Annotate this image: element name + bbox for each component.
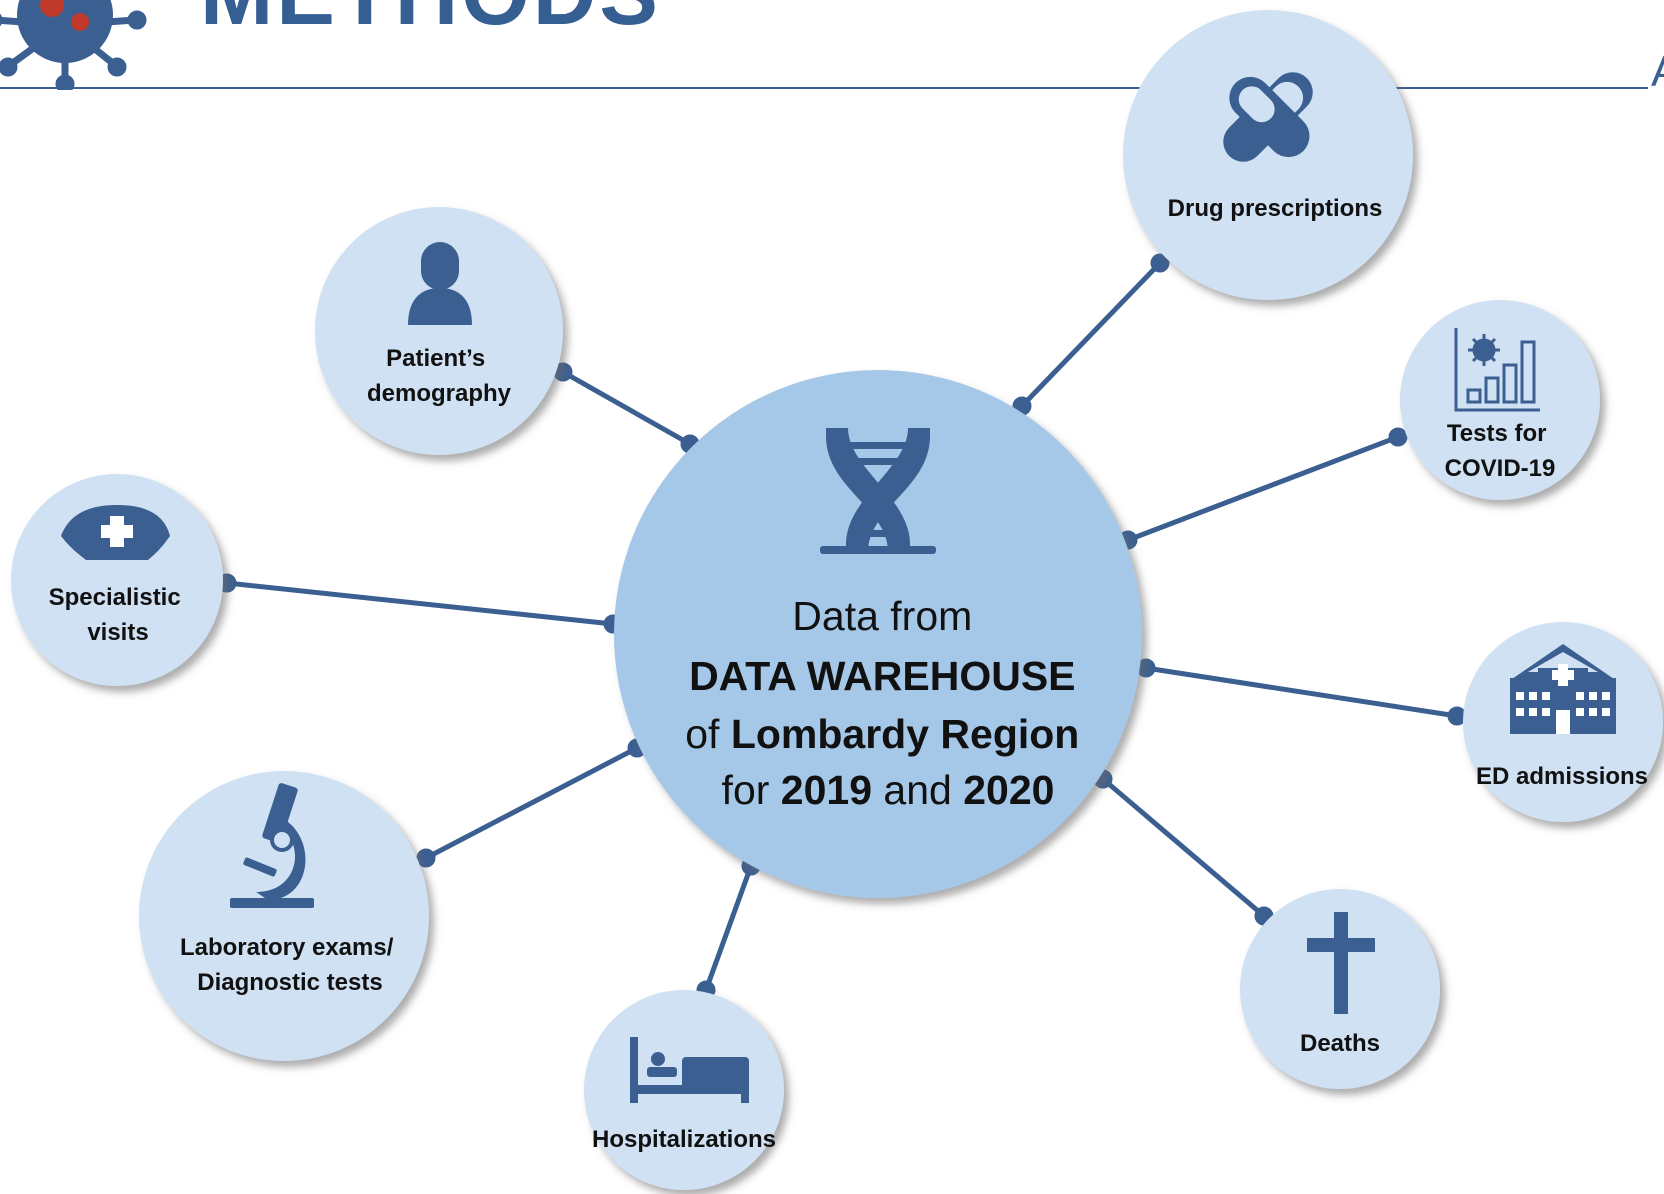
connector-patients-demography	[553, 362, 700, 454]
connector-laboratory-exams	[416, 738, 647, 868]
label-patients-demography: Patient’s demography	[367, 345, 512, 407]
label-deaths: Deaths	[1300, 1030, 1380, 1057]
data-warehouse-hub: Data from DATA WAREHOUSE of Lombardy Reg…	[614, 370, 1142, 898]
source-specialistic-visits: Specialistic visits	[11, 474, 223, 686]
connector-drug-prescriptions	[1012, 253, 1170, 416]
source-drug-prescriptions: Drug prescriptions	[1123, 10, 1413, 300]
connector-deaths	[1093, 769, 1274, 926]
label-hospitalizations: Hospitalizations	[592, 1126, 776, 1153]
microscope-icon	[230, 783, 314, 908]
connector-specialistic-visits	[217, 573, 623, 634]
label-specialistic-visits: Specialistic visits	[49, 584, 188, 646]
source-patients-demography: Patient’s demography	[315, 207, 563, 455]
center-line-1: Data from	[792, 593, 972, 639]
hospital-building-icon	[1510, 644, 1616, 734]
center-text-run: for	[722, 767, 781, 813]
center-text-run: of	[685, 711, 731, 757]
header-rule	[0, 87, 1648, 89]
label-laboratory-exams: Laboratory exams/ Diagnostic tests	[180, 934, 400, 996]
center-text-run: Data from	[792, 593, 972, 639]
pill-capsule-icon	[1223, 72, 1313, 162]
connector-tests-covid	[1118, 427, 1408, 550]
center-text-run: and	[872, 767, 963, 813]
center-line-3: of Lombardy Region	[685, 711, 1079, 757]
dna-icon	[820, 428, 936, 554]
source-ed-admissions: ED admissions	[1463, 622, 1663, 822]
center-text-run: DATA WAREHOUSE	[689, 653, 1075, 699]
source-hospitalizations: Hospitalizations	[584, 990, 784, 1190]
center-text-run: 2019	[781, 767, 872, 813]
label-ed-admissions: ED admissions	[1476, 763, 1648, 790]
hospital-bed-icon	[630, 1037, 749, 1103]
source-tests-covid: Tests for COVID-19	[1400, 300, 1600, 500]
connector-ed-admissions	[1136, 658, 1467, 726]
cross-icon	[1307, 912, 1375, 1014]
connector-hospitalizations	[696, 856, 761, 1000]
center-text-run: Lombardy Region	[731, 711, 1080, 757]
corner-mark: A	[1651, 47, 1664, 97]
nurse-cap-icon	[61, 505, 170, 560]
center-line-2: DATA WAREHOUSE	[689, 653, 1075, 699]
label-tests-covid: Tests for COVID-19	[1445, 420, 1556, 482]
virus-bar-chart-icon	[1454, 328, 1540, 412]
person-icon	[408, 242, 472, 325]
source-laboratory-exams: Laboratory exams/ Diagnostic tests	[139, 771, 429, 1061]
center-text: Data from DATA WAREHOUSE of Lombardy Reg…	[685, 593, 1091, 813]
virus-logo-icon	[0, 0, 147, 90]
center-text-run: 2020	[963, 767, 1054, 813]
source-deaths: Deaths	[1240, 889, 1440, 1089]
page-title: METHODS	[200, 0, 661, 38]
center-line-4: for 2019 and 2020	[722, 767, 1055, 813]
label-drug-prescriptions: Drug prescriptions	[1168, 195, 1383, 222]
